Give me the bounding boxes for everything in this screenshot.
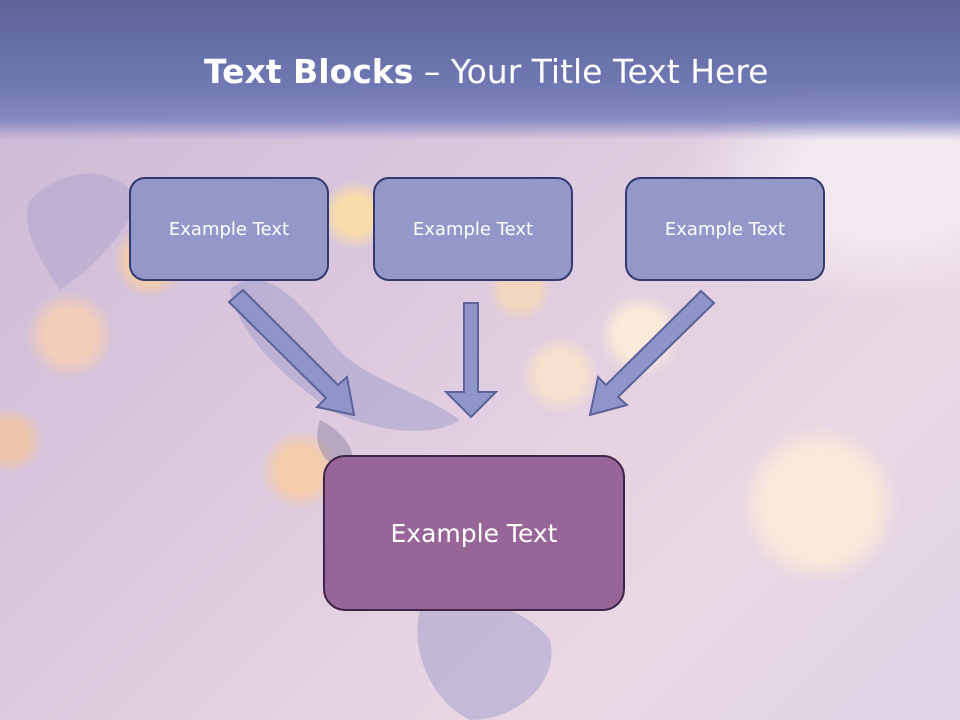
arrow-left-diagonal <box>227 288 356 417</box>
text-block-bottom[interactable]: Example Text <box>323 455 625 611</box>
title-bar <box>0 0 960 140</box>
slide-title: Text Blocks – Your Title Text Here <box>204 52 844 100</box>
text-block-top-middle[interactable]: Example Text <box>373 177 573 281</box>
title-bold-part: Text Blocks <box>204 52 414 91</box>
text-block-top-left-label: Example Text <box>168 218 290 240</box>
title-separator: – <box>413 52 451 91</box>
title-rest-part: Your Title Text Here <box>450 52 769 91</box>
text-block-top-middle-label: Example Text <box>412 218 534 240</box>
text-block-bottom-label: Example Text <box>390 518 558 548</box>
arrow-center-down <box>443 302 499 419</box>
text-block-top-left[interactable]: Example Text <box>129 177 329 281</box>
arrow-right-diagonal <box>588 289 716 417</box>
text-block-top-right-label: Example Text <box>664 218 786 240</box>
text-block-top-right[interactable]: Example Text <box>625 177 825 281</box>
